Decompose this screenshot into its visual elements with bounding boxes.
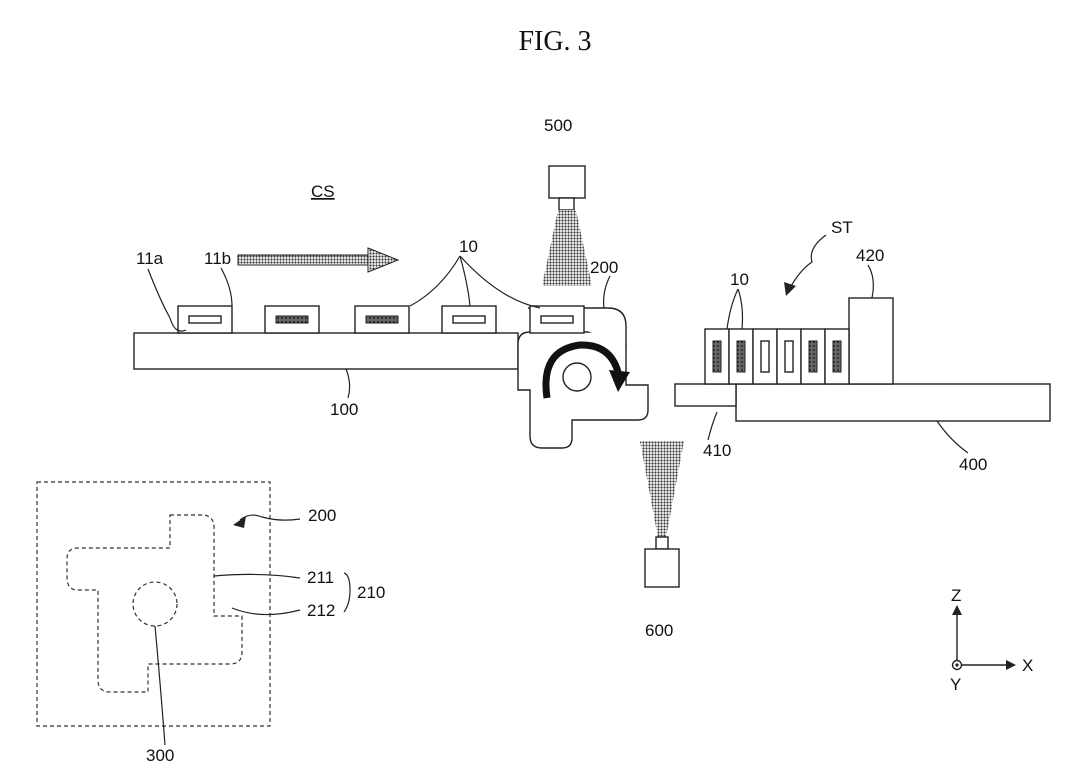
inset-detail	[37, 482, 300, 726]
label-500: 500	[544, 116, 572, 135]
stacked-products-10	[705, 329, 849, 384]
camera-500	[542, 166, 592, 286]
stacker-plate-410	[675, 384, 736, 406]
product-window-d	[453, 316, 485, 323]
label-212: 212	[307, 601, 335, 620]
coordinate-axes	[952, 605, 1016, 670]
label-10-conveyor: 10	[459, 237, 478, 256]
products-on-conveyor	[178, 306, 584, 333]
label-600: 600	[645, 621, 673, 640]
conveying-direction-arrow	[238, 248, 398, 272]
label-211: 211	[307, 568, 334, 587]
label-st: ST	[831, 218, 853, 237]
figure-title: FIG. 3	[518, 26, 591, 57]
axis-x-label: X	[1022, 656, 1033, 675]
rotation-shaft-300	[563, 363, 591, 391]
product-window-a	[189, 316, 221, 323]
product-window-b	[276, 316, 308, 323]
stacker-wall-420	[849, 298, 893, 384]
conveyor-100	[134, 333, 518, 369]
label-cs: CS	[311, 182, 335, 201]
label-100: 100	[330, 400, 358, 419]
camera-600-beam	[640, 441, 684, 538]
camera-600	[640, 441, 684, 587]
label-300: 300	[146, 746, 174, 765]
label-11a: 11a	[136, 249, 164, 268]
inset-frame	[37, 482, 270, 726]
label-200-inset: 200	[308, 506, 336, 525]
label-200: 200	[590, 258, 618, 277]
axis-z-label: Z	[951, 586, 961, 605]
inset-shaft-300	[133, 582, 177, 626]
label-410: 410	[703, 441, 731, 460]
product-window-c	[366, 316, 398, 323]
camera-500-beam	[542, 210, 592, 286]
st-leader	[790, 235, 826, 288]
label-210: 210	[357, 583, 385, 602]
label-420: 420	[856, 246, 884, 265]
inset-transfer-outline	[67, 515, 242, 692]
label-11b: 11b	[204, 249, 231, 268]
axis-y-label: Y	[950, 675, 961, 694]
product-window-e	[541, 316, 573, 323]
st-leader-arrowhead	[784, 282, 796, 296]
stacker-base-400	[736, 384, 1050, 421]
label-400: 400	[959, 455, 987, 474]
label-10-stacker: 10	[730, 270, 749, 289]
